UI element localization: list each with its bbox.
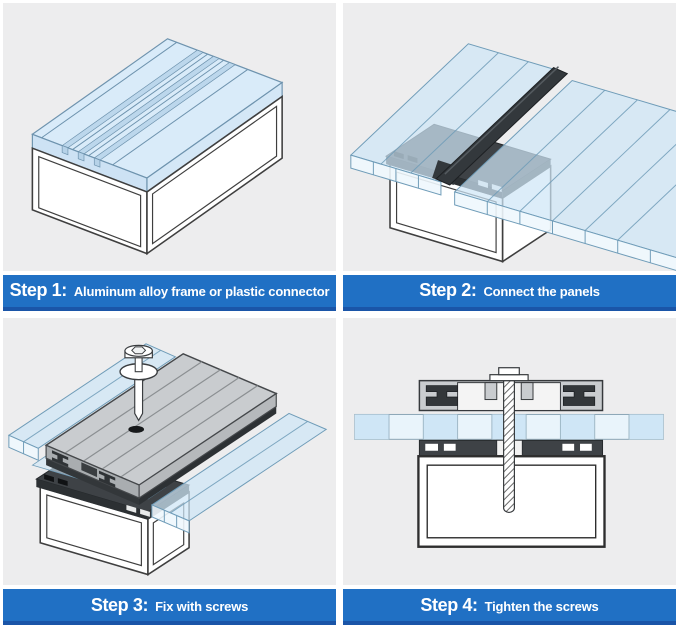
step1-illustration [3, 3, 336, 271]
step2-label: Step 2: [419, 280, 477, 300]
aluminum-cap-profile [44, 352, 278, 499]
frame-box [31, 94, 283, 256]
h-channel-insert-left [425, 384, 458, 406]
step4-label: Step 4: [420, 594, 478, 615]
step3-label: Step 3: [90, 594, 149, 615]
step4-banner: Step 4: Tighten the screws [343, 589, 676, 625]
step-panel-4: Step 4: Tighten the screws [343, 317, 676, 625]
step-panel-3: Step 3: Fix with screws [3, 317, 336, 625]
connector-slab [31, 38, 284, 194]
tightened-screw-cross-section [354, 366, 664, 548]
h-channel-cutout-right [98, 470, 116, 488]
h-channel-insert-right [562, 384, 596, 406]
right-polycarbonate-panel [453, 80, 676, 271]
screw-head [498, 366, 520, 375]
screw-with-washer [119, 344, 158, 422]
step-panel-1: Step 1: Aluminum alloy frame or plastic … [3, 3, 336, 311]
step2-description: Connect the panels [483, 284, 600, 299]
step1-description: Aluminum alloy frame or plastic connecto… [73, 284, 330, 299]
hex-recess [131, 345, 147, 354]
panels-connected-drawing [349, 43, 676, 271]
screw-shaft [134, 374, 144, 422]
fix-with-screws-drawing [7, 342, 328, 576]
screw-hole [128, 425, 145, 433]
threaded-screw-shaft [503, 379, 515, 513]
step3-illustration [3, 317, 336, 585]
step2-banner: Step 2: Connect the panels [343, 274, 676, 311]
h-connector-strip [432, 66, 569, 186]
connector-under-layer [46, 406, 277, 505]
aluminum-frame-isometric-drawing [31, 38, 284, 256]
step3-description: Fix with screws [155, 598, 249, 614]
step-panel-2: Step 2: Connect the panels [343, 3, 676, 311]
step3-banner: Step 3: Fix with screws [3, 589, 336, 625]
step4-illustration [343, 317, 676, 585]
screw [489, 366, 529, 513]
step1-label: Step 1: [9, 280, 68, 300]
step4-description: Tighten the screws [484, 598, 599, 614]
screw-flange [489, 373, 529, 381]
h-channel-cutout-left [51, 449, 69, 467]
step1-banner: Step 1: Aluminum alloy frame or plastic … [3, 274, 336, 311]
step2-illustration [343, 3, 676, 271]
